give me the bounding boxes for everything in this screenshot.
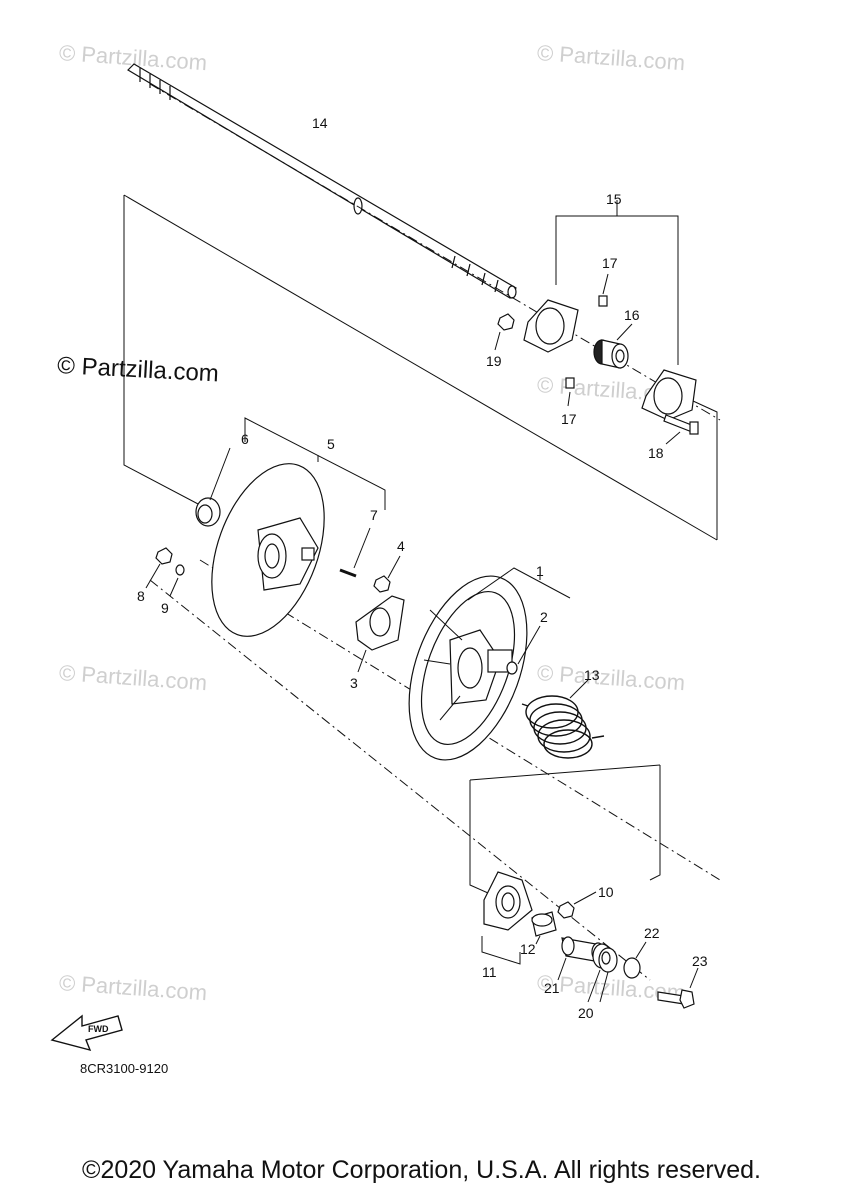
callout-12[interactable]: 12 [520,941,536,957]
fixed-sheave[interactable] [190,448,346,651]
set-screw [565,377,575,389]
callout-23[interactable]: 23 [692,953,708,969]
callout-20[interactable]: 20 [578,1005,594,1021]
bearing-housing-left[interactable] [523,299,579,353]
nut [497,313,515,331]
callout-1[interactable]: 1 [536,563,544,579]
nut [557,901,575,919]
callout-17b[interactable]: 17 [561,411,577,427]
nut [373,575,391,593]
bolt[interactable] [663,414,699,435]
callout-2[interactable]: 2 [540,609,548,625]
fwd-label: FWD [88,1024,109,1034]
fwd-arrow-icon: FWD [50,1014,123,1052]
bearing-housing-right[interactable] [641,369,697,421]
cam[interactable] [483,871,533,931]
washer[interactable] [623,957,641,979]
callout-19[interactable]: 19 [486,353,502,369]
copyright-notice: ©2020 Yamaha Motor Corporation, U.S.A. A… [82,1156,761,1184]
slider[interactable] [531,911,557,937]
stud-bolt[interactable] [339,568,357,578]
bolt[interactable] [657,989,695,1009]
callout-13[interactable]: 13 [584,667,600,683]
collar[interactable] [195,497,221,527]
washer [175,564,185,576]
callout-3[interactable]: 3 [350,675,358,691]
bolt [155,547,173,565]
diagram-code: 8CR3100-9120 [80,1061,169,1076]
callout-16[interactable]: 16 [624,307,640,323]
movable-sheave[interactable] [386,560,549,776]
callout-11[interactable]: 11 [482,964,497,980]
callout-7[interactable]: 7 [370,507,378,523]
set-screw [598,295,608,307]
callout-15[interactable]: 15 [606,191,622,207]
callout-5[interactable]: 5 [327,436,335,452]
screw[interactable] [506,661,518,675]
washer[interactable] [592,943,618,973]
spring[interactable] [521,695,605,759]
drive-shaft[interactable] [127,63,517,299]
callout-4[interactable]: 4 [397,538,405,554]
callout-21[interactable]: 21 [544,980,560,996]
bearing[interactable] [593,339,629,369]
callout-6[interactable]: 6 [241,431,249,447]
callout-14[interactable]: 14 [312,115,328,131]
gasket-plate[interactable] [355,595,405,651]
callout-22[interactable]: 22 [644,925,660,941]
callout-10[interactable]: 10 [598,884,614,900]
callout-9[interactable]: 9 [161,600,169,616]
callout-18[interactable]: 18 [648,445,664,461]
callout-17[interactable]: 17 [602,255,618,271]
callout-8[interactable]: 8 [137,588,145,604]
